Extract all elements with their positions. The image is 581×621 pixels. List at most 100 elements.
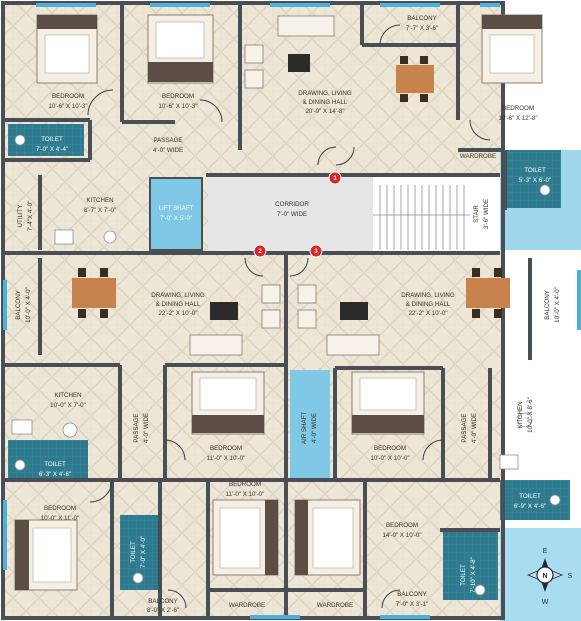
corridor-floor: [208, 175, 373, 253]
entrance-marker-2: 2: [253, 244, 267, 258]
size-air-shaft: 4'-0" WIDE: [311, 413, 318, 443]
label-corridor: CORRIDOR: [275, 201, 309, 208]
bed: [191, 371, 265, 435]
bed: [294, 499, 361, 576]
label-bedroom-bc2: BEDROOM: [374, 445, 406, 452]
label-drawing-ml-2: & DINING HALL: [156, 301, 201, 308]
size-toilet-br2: 7'-10" X 4'-8": [470, 557, 477, 593]
size-bedroom-bc1: 11'-0" X 10'-0": [207, 455, 246, 462]
size-balcony-bl: 8'-0" X 2'-6": [147, 607, 179, 614]
size-corridor: 7'-0" WIDE: [277, 211, 307, 218]
label-passage-bl: PASSAGE: [133, 413, 140, 442]
label-balcony-br: BALCONY: [397, 591, 427, 598]
size-passage-bl: 4'-0" WIDE: [143, 413, 150, 443]
size-toilet-br: 6'-9" X 4'-6": [514, 503, 546, 510]
label-balcony-ml: BALCONY: [15, 290, 22, 320]
sofa: [189, 15, 380, 356]
label-drawing-mr-1: DRAWING, LIVING: [401, 292, 455, 299]
fixtures: [11, 134, 561, 596]
label-kitchen-br: KITCHEN: [517, 401, 524, 428]
size-drawing-ml: 22'-2" X 10'-0": [158, 310, 197, 317]
label-bedroom-tr: BEDROOM: [502, 105, 534, 112]
lift-shaft: [149, 177, 203, 251]
size-bedroom-bc3: 11'-0" X 10'-0": [226, 491, 265, 498]
compass-rose-icon: [536, 566, 554, 584]
door-swings: [87, 24, 491, 609]
svg-text:3: 3: [314, 249, 318, 255]
label-balcony-top: BALCONY: [407, 15, 437, 22]
size-balcony-mr: 10'-0" X 4'-0": [554, 287, 561, 323]
bed: [481, 14, 543, 84]
dining-table: [396, 56, 434, 102]
compass-w: W: [542, 599, 549, 606]
label-lift-shaft: LIFT SHAFT: [159, 205, 194, 212]
toilet-bl-floor: [8, 440, 88, 478]
compass: N E S W: [526, 548, 573, 606]
bed: [36, 14, 98, 84]
size-balcony-br: 7'-0" X 3'-1": [396, 601, 428, 608]
size-passage-br: 4'-0" WIDE: [471, 413, 478, 443]
size-bedroom-tc: 10'-6" X 10'-3": [158, 103, 197, 110]
label-kitchen-top: KITCHEN: [86, 197, 113, 204]
size-utility: 7'-4"X 4'-0": [27, 201, 34, 232]
label-drawing-top-1: DRAWING, LIVING: [298, 90, 352, 97]
size-stair: 3'-6" WIDE: [483, 199, 490, 229]
size-bedroom-bc2: 10'-0" X 10'-0": [370, 455, 409, 462]
label-toilet-bl: TOILET: [44, 461, 66, 468]
label-drawing-top-2: & DINING HALL: [303, 99, 348, 106]
size-toilet-tr: 5'-3" X 6'-0": [519, 177, 551, 184]
compass-s: S: [568, 573, 573, 580]
dining-table: [466, 268, 510, 318]
toilet-tr-floor: [505, 150, 561, 208]
size-balcony-top: 7'-7" X 3'-6": [406, 25, 438, 32]
size-lift-shaft: 7'-0" X 5'-0": [160, 215, 192, 222]
label-bedroom-br: BEDROOM: [386, 522, 418, 529]
size-kitchen-br: 10'-0" X 8'-6": [527, 397, 534, 433]
label-wardrobe-br: WARDROBE: [317, 602, 353, 609]
label-drawing-ml-1: DRAWING, LIVING: [151, 292, 205, 299]
compass-e: E: [543, 548, 548, 555]
svg-text:2: 2: [258, 249, 262, 255]
label-bedroom-tl: BEDROOM: [52, 93, 84, 100]
entrance-marker-3: 3: [309, 244, 323, 258]
size-drawing-mr: 22'-2" X 10'-0": [408, 310, 447, 317]
size-toilet-bc: 7'-0" X 4'-0": [140, 536, 147, 568]
size-kitchen-top: 8'-7" X 7'-0": [84, 207, 116, 214]
stair-area: [373, 175, 500, 253]
bed: [351, 371, 425, 435]
label-wardrobe-top: WARDROBE: [460, 153, 496, 160]
svg-text:1: 1: [333, 176, 337, 182]
label-bedroom-bc3: BEDROOM: [229, 481, 261, 488]
label-utility: UTILITY: [17, 204, 24, 227]
compass-n: N: [542, 573, 547, 580]
entrance-marker-1: 1: [328, 171, 342, 185]
size-bedroom-tl: 10'-6" X 10'-3": [48, 103, 87, 110]
coffee-table: [210, 54, 368, 320]
bed: [212, 499, 279, 576]
dining-table: [72, 268, 116, 318]
label-passage-top: PASSAGE: [153, 137, 182, 144]
label-bedroom-bc1: BEDROOM: [210, 445, 242, 452]
label-balcony-mr: BALCONY: [544, 290, 551, 320]
label-toilet-tr: TOILET: [524, 167, 546, 174]
label-toilet-br: TOILET: [519, 493, 541, 500]
label-drawing-mr-2: & DINING HALL: [406, 301, 451, 308]
size-drawing-top: 20'-0" X 14'-8": [305, 108, 344, 115]
size-passage-top: 4'-0" WIDE: [153, 147, 183, 154]
label-balcony-bl: BALCONY: [148, 598, 178, 605]
size-bedroom-bl: 10'-0" X 11'-0": [41, 515, 80, 522]
size-toilet-bl: 6'-3" X 4'-6": [39, 471, 71, 478]
size-balcony-ml: 10'-0" X 4'-0": [25, 287, 32, 323]
label-bedroom-bl: BEDROOM: [44, 505, 76, 512]
windows: [3, 3, 581, 619]
air-shaft: [290, 370, 330, 478]
label-stair: STAIR: [473, 205, 480, 223]
room-labels: BEDROOM 10'-6" X 10'-3" BEDROOM 10'-6" X…: [15, 15, 561, 614]
label-wardrobe-bl: WARDROBE: [229, 602, 265, 609]
size-kitchen-bl: 10'-0" X 7'-0": [50, 402, 86, 409]
stair-treads: [373, 185, 470, 250]
label-toilet-bc: TOILET: [130, 541, 137, 563]
label-toilet-tl: TOILET: [41, 136, 63, 143]
bed: [14, 519, 78, 591]
